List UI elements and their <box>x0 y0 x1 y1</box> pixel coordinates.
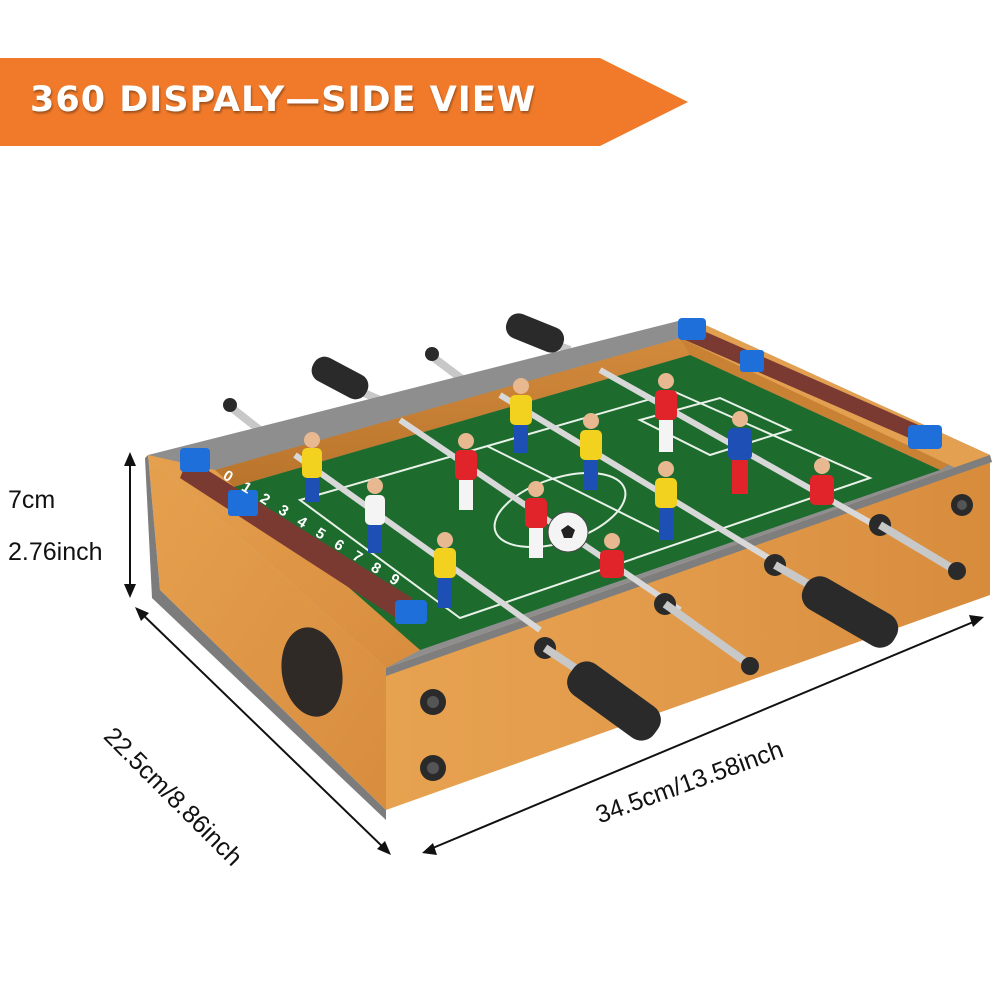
back-handles <box>223 313 565 412</box>
front-rods <box>542 521 966 675</box>
player-yellow-icon <box>655 461 677 540</box>
handle-icon <box>311 356 369 400</box>
player-red-icon <box>525 481 547 558</box>
depth-arrow <box>139 611 387 851</box>
score-bar-left <box>180 448 427 624</box>
banner-title: 360 DISPALY—SIDE VIEW <box>30 80 537 120</box>
player-white-icon <box>365 478 385 553</box>
player-yellow-icon <box>434 532 456 608</box>
score-bar-right <box>678 318 942 449</box>
dimension-arrows <box>124 452 984 855</box>
player-red-icon <box>655 373 677 452</box>
player-red-icon <box>810 458 834 505</box>
height-inch-label: 2.76inch <box>8 538 103 566</box>
handle-icon <box>801 576 899 648</box>
handle-icon <box>505 313 565 353</box>
front-handles <box>567 576 899 741</box>
handle-icon <box>567 661 661 741</box>
title-banner: 360 DISPALY—SIDE VIEW <box>0 58 688 146</box>
width-arrow <box>427 619 979 851</box>
height-cm-label: 7cm <box>8 486 56 514</box>
player-red-icon <box>600 533 624 578</box>
player-blue-icon <box>728 411 752 494</box>
front-panel <box>386 455 990 810</box>
player-red-icon <box>455 433 477 510</box>
playing-field <box>230 355 940 650</box>
ball-return-hole <box>281 627 343 717</box>
banner-arrow-shape <box>0 58 688 146</box>
soccer-ball-icon <box>547 511 589 553</box>
player-yellow-icon <box>510 378 532 453</box>
players <box>302 373 834 608</box>
player-yellow-icon <box>580 413 602 490</box>
player-yellow-icon <box>302 432 322 502</box>
table-body <box>145 318 992 820</box>
